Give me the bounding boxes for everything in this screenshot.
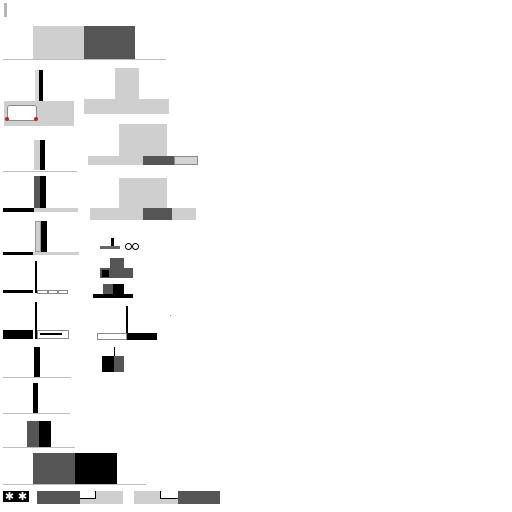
ring-icon xyxy=(125,243,132,250)
block-black xyxy=(113,284,124,294)
stack-bottom xyxy=(100,268,133,278)
corner-tick-icon xyxy=(4,3,7,17)
base-light xyxy=(34,208,78,212)
vertical-line xyxy=(35,261,37,293)
strip-mid xyxy=(143,156,174,165)
block-dark xyxy=(114,356,124,372)
mini-chart xyxy=(100,238,144,252)
ring-icon xyxy=(132,243,139,250)
block-dark xyxy=(27,421,39,447)
segment-3 xyxy=(58,290,68,294)
footer-bar-dark xyxy=(37,491,80,504)
mini-bar-tall xyxy=(111,238,114,249)
vertical-bar xyxy=(33,383,38,413)
strip-right xyxy=(174,156,198,165)
base-light xyxy=(33,252,79,255)
bar-black xyxy=(40,140,45,170)
row-divider xyxy=(3,377,71,378)
strip-mid xyxy=(143,208,172,220)
block-top xyxy=(119,178,167,208)
step-base xyxy=(84,99,169,114)
bar-black xyxy=(41,221,47,252)
stack-block xyxy=(100,258,134,278)
base-black xyxy=(93,294,133,298)
bar-black xyxy=(40,176,46,208)
base-black xyxy=(127,333,157,340)
panel-dark xyxy=(84,26,135,59)
car-icon xyxy=(4,101,40,126)
block-dark xyxy=(103,284,113,294)
row-divider xyxy=(3,447,75,448)
mini-base xyxy=(100,246,120,249)
asterisk-icon: ✱ xyxy=(16,490,29,503)
strip-left xyxy=(90,208,143,220)
car-light-right xyxy=(34,117,38,121)
panel-dark xyxy=(33,453,75,484)
car-body xyxy=(7,105,37,121)
base-black xyxy=(3,252,33,255)
thin-line xyxy=(114,347,115,356)
tall-line xyxy=(126,306,128,340)
segment-2 xyxy=(48,290,58,294)
strip-right xyxy=(172,208,196,220)
stack-top xyxy=(110,258,124,268)
bracket-line xyxy=(40,333,62,335)
dot-marker xyxy=(170,315,171,316)
row-divider xyxy=(3,413,70,414)
base-outline xyxy=(97,333,127,340)
row-divider xyxy=(3,171,77,172)
footer-notch xyxy=(160,491,178,499)
bar-dark xyxy=(34,176,40,208)
panel-black xyxy=(75,453,117,484)
asterisk-icon: ✱ xyxy=(3,490,16,503)
row-divider xyxy=(3,59,166,60)
vertical-bar xyxy=(34,347,40,377)
footer-notch xyxy=(80,491,96,499)
vertical-bar xyxy=(39,70,43,101)
panel-light xyxy=(33,26,84,59)
bar-light xyxy=(34,140,40,170)
block-black xyxy=(102,356,114,372)
base-black xyxy=(3,290,33,293)
bar-base xyxy=(35,70,39,101)
base-black xyxy=(3,208,34,212)
block-top xyxy=(119,124,167,156)
bar-light xyxy=(35,221,41,252)
segment-1 xyxy=(37,290,48,294)
block-black xyxy=(39,421,51,447)
car-light-left xyxy=(5,117,9,121)
step-top xyxy=(115,68,139,99)
footer-bar-dark xyxy=(178,491,220,504)
vertical-line xyxy=(35,302,37,339)
strip-left xyxy=(88,156,143,165)
base-black xyxy=(3,330,33,339)
stack-marker xyxy=(102,270,109,277)
row-divider xyxy=(3,484,146,485)
